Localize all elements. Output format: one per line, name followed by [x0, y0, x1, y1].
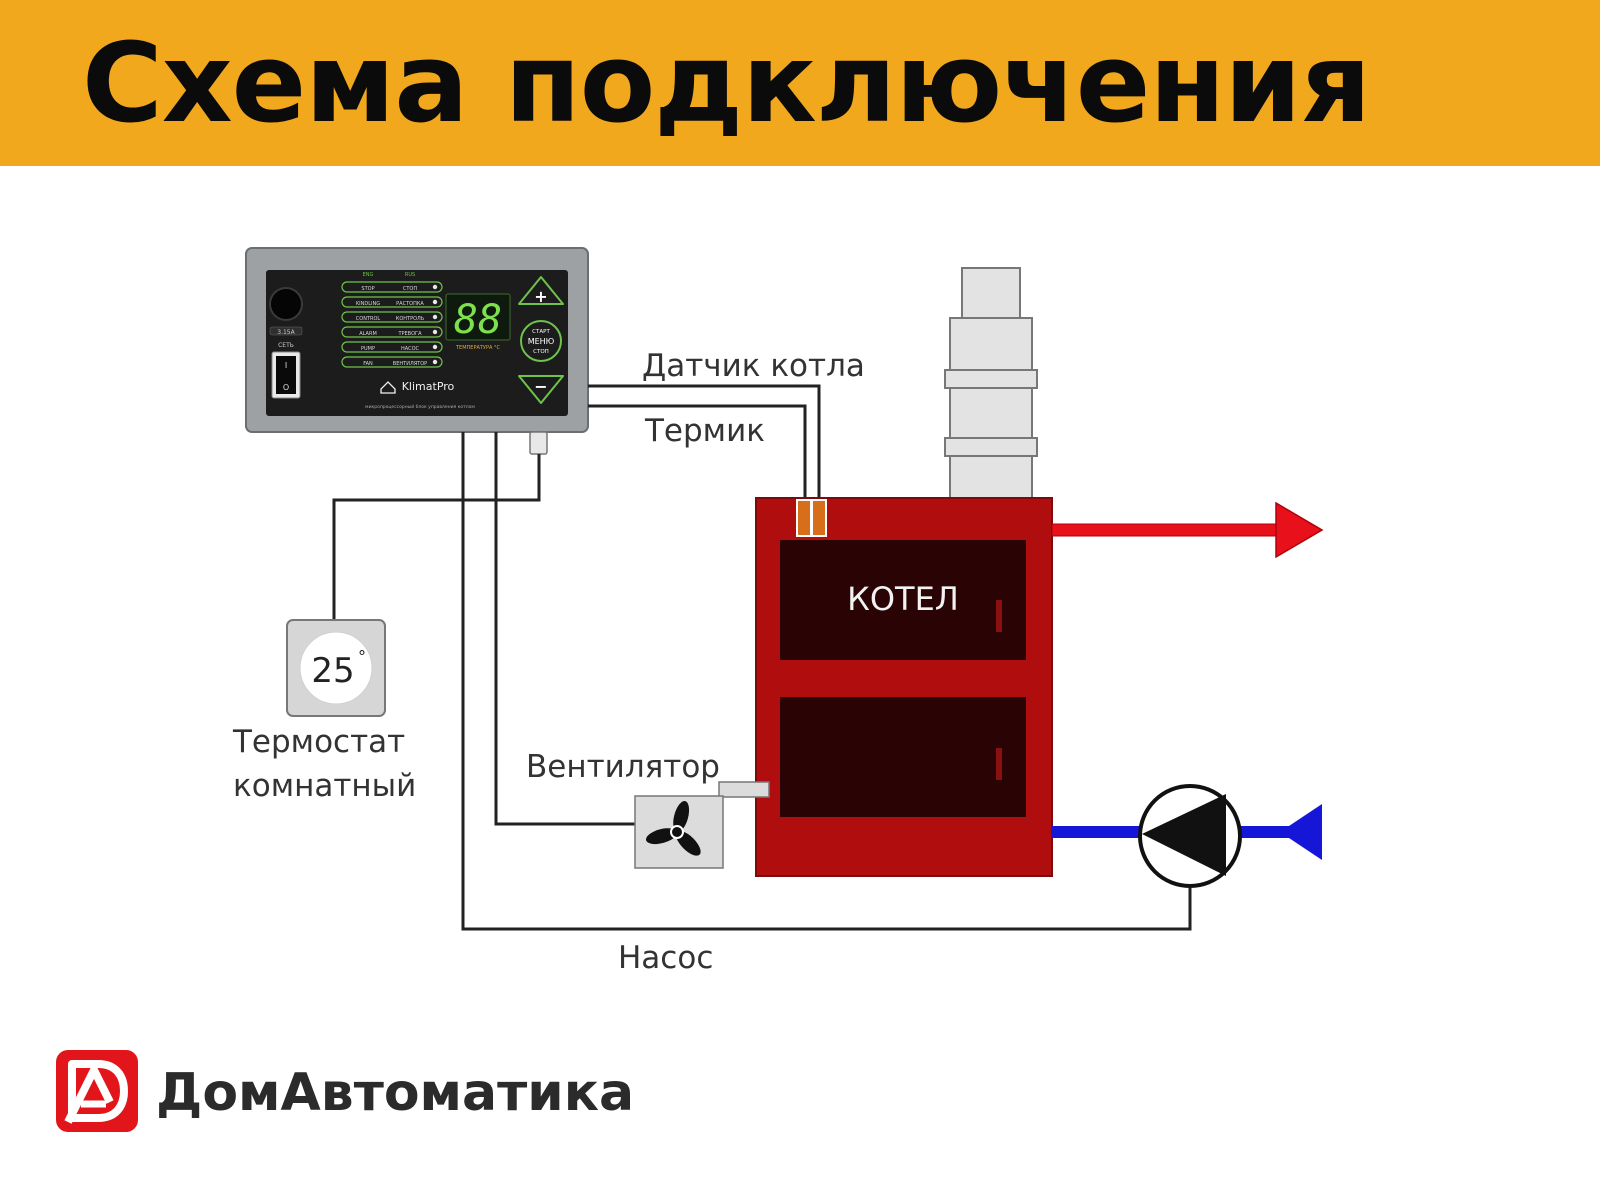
- brand-name: ДомАвтоматика: [156, 1063, 635, 1123]
- pump-label: Насос: [618, 940, 713, 976]
- col-right-header: RUS: [405, 272, 415, 278]
- svg-text:I: I: [285, 361, 287, 370]
- fuse-label: 3.15A: [277, 329, 295, 336]
- indicator-row: ALARM ТРЕВОГА: [341, 326, 443, 338]
- pump-wire: [461, 432, 1192, 931]
- svg-text:СТАРТ: СТАРТ: [532, 329, 550, 335]
- room-thermostat: 25 °: [286, 619, 386, 717]
- fuse-knob: [269, 287, 303, 321]
- pump: [1138, 784, 1242, 888]
- indicator-row: CONTROL КОНТРОЛЬ: [341, 311, 443, 323]
- indicator-en: PUMP: [361, 346, 375, 352]
- indicator-row: KINDLING РАСТОПКА: [341, 296, 443, 308]
- plus-button: +: [518, 276, 564, 306]
- svg-text:O: O: [283, 383, 289, 392]
- svg-text:МЕНЮ: МЕНЮ: [528, 337, 555, 346]
- indicator-en: CONTROL: [356, 316, 381, 322]
- fan: [634, 781, 770, 869]
- brand-label: KlimatPro: [402, 380, 455, 393]
- boiler-sensor-wire: [588, 384, 821, 526]
- thermostat-temp: 25: [311, 651, 354, 691]
- menu-button: СТАРТ МЕНЮ СТОП: [520, 320, 562, 362]
- indicator-ru: СТОП: [403, 286, 417, 292]
- page-title: Схема подключения: [82, 19, 1371, 147]
- wiring: [332, 384, 1192, 931]
- indicator-ru: НАСОС: [401, 346, 420, 352]
- indicator-en: ALARM: [359, 331, 377, 337]
- display-value: 88: [454, 297, 502, 343]
- thermostat-label-line2: комнатный: [233, 768, 416, 804]
- boiler-sensor-label: Датчик котла: [642, 348, 865, 384]
- indicator-en: STOP: [361, 286, 374, 292]
- thermal-label: Термик: [644, 413, 765, 449]
- boiler-sensor: [796, 499, 812, 537]
- thermal-wire: [588, 404, 807, 526]
- thermostat-label-line1: Термостат: [232, 724, 405, 760]
- display-caption: ТЕМПЕРАТУРА °C: [455, 345, 501, 351]
- temperature-display: [445, 293, 511, 341]
- thermal-sensor: [811, 499, 827, 537]
- controller-subtitle: микропроцессорный блок управления котлом: [365, 403, 475, 410]
- minus-button: −: [518, 375, 564, 404]
- fan-wire: [494, 432, 635, 826]
- chimney: [944, 267, 1038, 499]
- power-label: СЕТЬ: [278, 342, 294, 349]
- fan-icon: [645, 800, 701, 856]
- cable-gland: [529, 431, 548, 455]
- degree-icon: °: [358, 647, 366, 666]
- indicator-row: FAN ВЕНТИЛЯТОР: [341, 356, 443, 368]
- svg-text:+: +: [534, 287, 547, 306]
- controller-unit: 3.15A СЕТЬ I O ENG RUS STOP СТОП KINDLIN…: [245, 247, 589, 455]
- col-left-header: ENG: [363, 272, 374, 278]
- indicator-row: PUMP НАСОС: [341, 341, 443, 353]
- fan-label: Вентилятор: [526, 749, 720, 785]
- boiler-label: КОТЕЛ: [847, 580, 959, 618]
- indicator-ru: ВЕНТИЛЯТОР: [393, 361, 427, 367]
- svg-text:СТОП: СТОП: [533, 349, 549, 355]
- thermostat-wire: [332, 454, 541, 620]
- indicator-row: STOP СТОП: [341, 281, 443, 293]
- cold-water-return: [1052, 804, 1322, 860]
- house-icon: [380, 381, 396, 394]
- hot-water-outlet: [1051, 501, 1324, 559]
- pump-triangle-icon: [1142, 794, 1226, 876]
- header-banner: Схема подключения: [0, 0, 1600, 166]
- indicator-en: KINDLING: [356, 301, 380, 307]
- boiler: КОТЕЛ: [755, 497, 1053, 877]
- indicator-ru: КОНТРОЛЬ: [396, 316, 425, 322]
- svg-text:−: −: [534, 377, 547, 396]
- indicator-ru: ТРЕВОГА: [397, 331, 422, 337]
- indicator-ru: РАСТОПКА: [396, 301, 424, 307]
- indicator-en: FAN: [363, 361, 373, 367]
- domavtomatika-logo-icon: [56, 1050, 138, 1132]
